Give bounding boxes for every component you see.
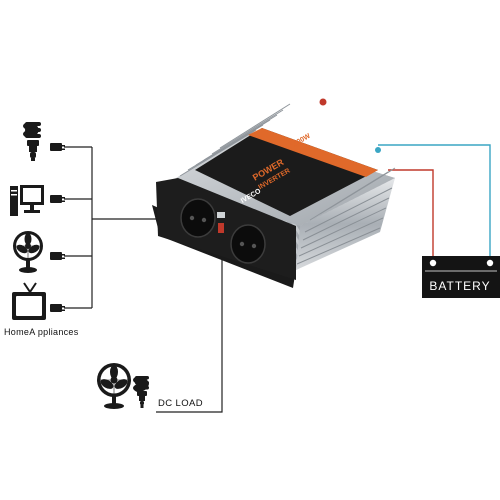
plug-head — [50, 195, 62, 203]
dc-bulb-icon — [133, 376, 149, 408]
battery-label: BATTERY — [429, 279, 491, 293]
power-switch — [218, 223, 224, 233]
battery-icon — [422, 256, 500, 298]
ac-socket — [180, 198, 216, 238]
television-icon — [12, 282, 46, 320]
light-bulb-icon — [23, 122, 41, 161]
battery-positive-wire — [388, 169, 434, 256]
desk-fan-icon — [13, 231, 43, 273]
ac-wiring — [64, 146, 223, 413]
inverter-negative-terminal — [375, 147, 381, 153]
home-appliances-label: HomeA ppliances — [4, 327, 79, 337]
battery-negative-wire — [378, 144, 491, 256]
plug-head — [50, 252, 62, 260]
battery-negative-terminal — [486, 259, 494, 267]
inverter-positive-terminal — [319, 98, 327, 106]
dc-load-line — [156, 238, 223, 413]
plug-heads — [50, 143, 65, 312]
dc-load-label: DC LOAD — [158, 398, 204, 409]
desktop-computer-icon — [10, 185, 44, 216]
ac-socket — [230, 224, 266, 264]
inverter-label-panel — [195, 128, 378, 216]
power-inverter: IVECO POWER INVERTER 1500W — [152, 98, 396, 288]
battery-positive-terminal — [429, 259, 437, 267]
plug-head — [50, 143, 62, 151]
battery-wiring — [378, 144, 491, 256]
dc-fan-icon — [97, 363, 131, 409]
plug-head — [50, 304, 62, 312]
